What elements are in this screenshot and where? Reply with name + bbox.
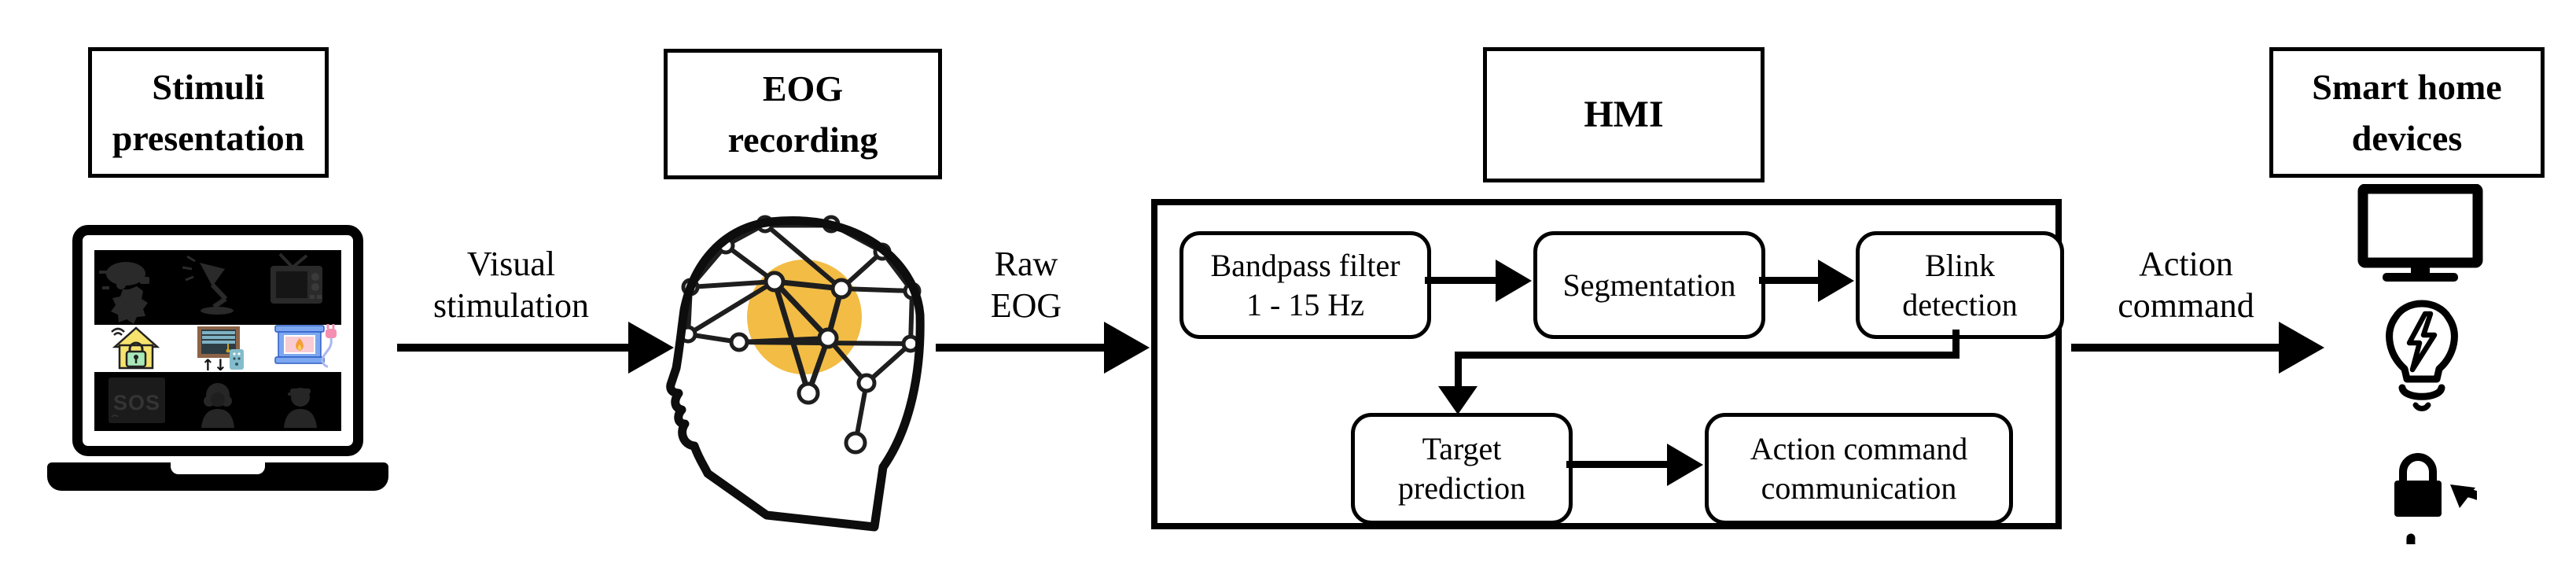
svg-text:↑: ↑	[201, 355, 215, 374]
smart-home-title-line1: Smart home	[2312, 66, 2502, 107]
smart-home-lock-icon	[111, 326, 160, 370]
hmi-title-box: HMI	[1483, 47, 1765, 182]
tv-icon	[270, 252, 322, 304]
action-command-arrow	[2071, 322, 2324, 374]
arrow-head-right-icon	[628, 322, 674, 374]
eog-title-line1: EOG	[762, 68, 844, 109]
blink-detection-box: Blink detection	[1856, 231, 2064, 339]
arrow-head-down-icon	[1438, 386, 1478, 414]
bandpass-filter-box: Bandpass filter 1 - 15 Hz	[1179, 231, 1431, 339]
stimuli-title-line2: presentation	[112, 118, 305, 158]
security-camera-icon	[99, 262, 149, 324]
man-icon	[284, 388, 317, 428]
hmi-title: HMI	[1584, 93, 1664, 135]
raw-eog-label: Raw EOG	[990, 245, 1062, 325]
woman-icon	[201, 383, 234, 428]
target-prediction-box: Target prediction	[1351, 413, 1573, 525]
desk-lamp-icon	[182, 255, 234, 315]
smart-bulb-icon	[2386, 300, 2458, 411]
arrow-head-right-icon	[1104, 322, 1150, 374]
elbow-connector-vertical1	[1952, 330, 1960, 358]
arrow-head-right-icon	[1496, 260, 1532, 302]
arrow-head-right-icon	[1667, 444, 1703, 486]
eog-title-line2: recording	[727, 120, 878, 160]
visual-stimulation-label: Visual stimulation	[433, 245, 589, 325]
arrow-head-right-icon	[2279, 322, 2324, 374]
sos-icon: SOS	[109, 378, 165, 423]
smart-lock-rotate-icon	[2394, 453, 2477, 544]
svg-text:↓: ↓	[214, 355, 227, 374]
arrow-head-right-icon	[1818, 260, 1854, 302]
laptop-base	[47, 462, 388, 491]
action-command-label: Action command	[2118, 245, 2254, 325]
raw-eog-arrow	[936, 322, 1150, 374]
visual-stimulation-arrow	[397, 322, 674, 374]
laptop-stimuli-icon: ↑ ↓	[47, 225, 393, 499]
action-command-communication-box: Action command communication	[1705, 413, 2013, 525]
segmentation-box: Segmentation	[1533, 231, 1765, 339]
eog-recording-title-box: EOG recording	[664, 49, 942, 179]
target-to-action-arrow	[1566, 443, 1703, 487]
elbow-connector-vertical2	[1455, 356, 1462, 391]
lock-shackle	[2399, 453, 2437, 481]
smart-home-title-line2: devices	[2351, 118, 2463, 158]
heater-plug-icon	[274, 324, 337, 368]
segmentation-to-blink-arrow	[1759, 259, 1854, 303]
head-profile-outline	[666, 216, 925, 532]
monitor-icon	[2357, 184, 2483, 282]
laptop-base-notch	[171, 462, 265, 474]
bandpass-to-segmentation-arrow	[1425, 259, 1532, 303]
window-blinds-icon: ↑ ↓	[197, 326, 244, 374]
sos-label: SOS	[113, 391, 160, 414]
laptop-screen-content: ↑ ↓	[94, 250, 341, 431]
rotate-arrow-head-icon	[2450, 484, 2475, 508]
lightning-bolt-icon	[2406, 311, 2438, 373]
elbow-connector-horizontal	[1455, 352, 1960, 359]
lock-body	[2394, 481, 2442, 517]
head-brain-network-icon	[666, 215, 925, 532]
stimuli-presentation-title-box: Stimuli presentation	[88, 47, 329, 178]
stimuli-title-line1: Stimuli	[152, 66, 265, 107]
smart-home-devices-title-box: Smart home devices	[2269, 47, 2545, 178]
hmi-container: Bandpass filter 1 - 15 Hz Segmentation B…	[1151, 199, 2064, 529]
